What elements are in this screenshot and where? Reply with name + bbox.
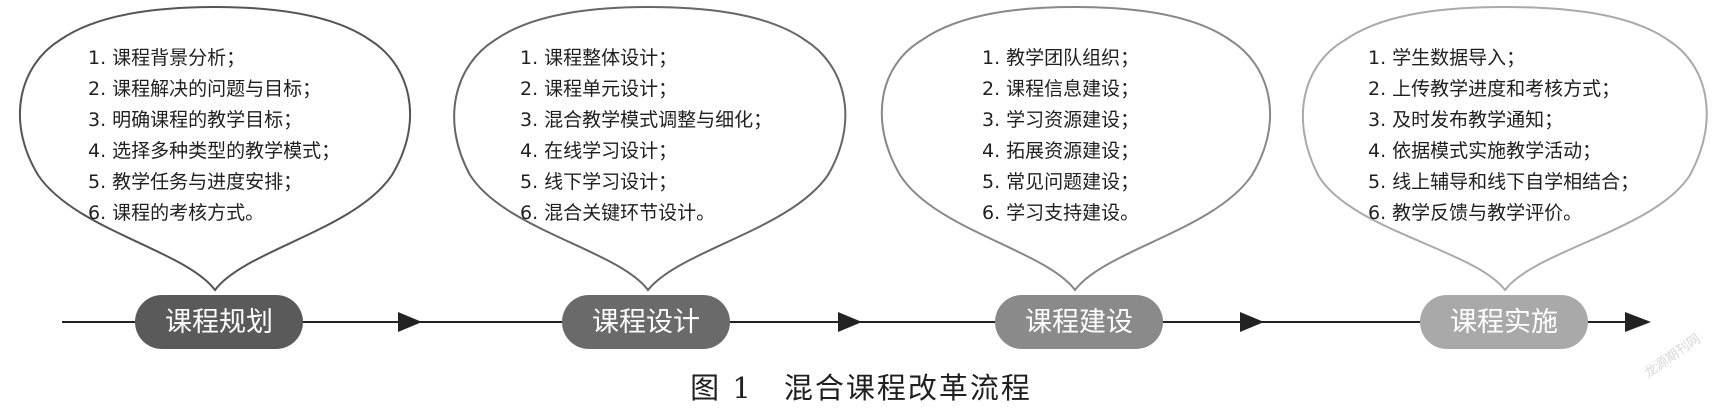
bubble-item: 4. 依据模式实施教学活动； (1368, 140, 1601, 162)
bubble-item: 6. 混合关键环节设计。 (520, 202, 715, 224)
speech-bubble-1 (18, 5, 412, 292)
bubble-item: 5. 线下学习设计； (520, 171, 677, 193)
stage-label-1: 课程规划 (165, 307, 273, 338)
stage-label-4: 课程实施 (1450, 307, 1558, 338)
bubble-item: 4. 拓展资源建设； (982, 140, 1139, 162)
bubble-item: 2. 课程解决的问题与目标； (88, 78, 321, 100)
bubble-item: 3. 混合教学模式调整与细化； (520, 109, 772, 131)
bubble-item: 3. 明确课程的教学目标； (88, 109, 302, 131)
figure-caption: 图 1 混合课程改革流程 (690, 371, 1032, 405)
bubble-item: 6. 教学反馈与教学评价。 (1368, 202, 1582, 224)
stage-label-2: 课程设计 (592, 307, 700, 338)
bubble-item: 4. 选择多种类型的教学模式； (88, 140, 340, 162)
stage-pill-4 (1420, 295, 1588, 349)
stage-group-3: 1. 教学团队组织； 2. 课程信息建设； 3. 学习资源建设； 4. 拓展资源… (880, 5, 1272, 349)
bubble-item: 5. 常见问题建设； (982, 171, 1139, 193)
bubble-item: 2. 上传教学进度和考核方式； (1368, 78, 1620, 100)
stage-label-3: 课程建设 (1025, 307, 1133, 338)
bubble-item: 1. 课程整体设计； (520, 47, 677, 69)
bubble-item: 1. 课程背景分析； (88, 47, 245, 69)
speech-bubble-3 (880, 5, 1272, 292)
bubble-item: 3. 学习资源建设； (982, 109, 1139, 131)
bubble-item: 5. 教学任务与进度安排； (88, 171, 302, 193)
arrowhead-3 (1240, 312, 1264, 332)
bubble-item: 3. 及时发布教学通知； (1368, 109, 1563, 131)
bubble-item: 2. 课程单元设计； (520, 78, 677, 100)
stage-pill-3 (995, 295, 1163, 349)
speech-bubble-2 (453, 5, 847, 292)
bubble-item: 1. 学生数据导入； (1368, 47, 1525, 69)
watermark-text: 龙源期刊网 (1642, 332, 1704, 382)
bubble-item: 5. 线上辅导和线下自学相结合； (1368, 171, 1639, 193)
bubble-item: 6. 学习支持建设。 (982, 202, 1139, 224)
stage-pill-2 (562, 295, 730, 349)
bubble-item: 6. 课程的考核方式。 (88, 202, 264, 224)
stage-pill-1 (135, 295, 303, 349)
bubble-item: 2. 课程信息建设； (982, 78, 1139, 100)
stage-group-4: 1. 学生数据导入； 2. 上传教学进度和考核方式； 3. 及时发布教学通知； … (1301, 5, 1708, 349)
stage-group-1: 1. 课程背景分析； 2. 课程解决的问题与目标； 3. 明确课程的教学目标； … (18, 5, 412, 349)
arrowhead-2 (838, 312, 862, 332)
speech-bubble-4 (1301, 5, 1708, 292)
bubble-item: 1. 教学团队组织； (982, 47, 1139, 69)
arrowhead-4 (1625, 312, 1651, 332)
bubble-item: 4. 在线学习设计； (520, 140, 677, 162)
arrowhead-1 (398, 312, 422, 332)
stage-group-2: 1. 课程整体设计； 2. 课程单元设计； 3. 混合教学模式调整与细化； 4.… (453, 5, 847, 349)
